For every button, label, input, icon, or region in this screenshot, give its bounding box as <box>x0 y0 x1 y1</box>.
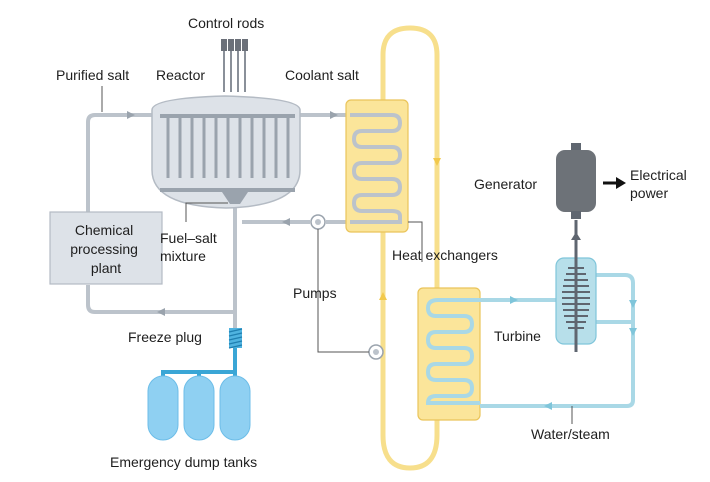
pumps-leader-line <box>317 229 369 353</box>
pump-primary <box>310 214 326 230</box>
reactor-core-rods <box>166 118 290 178</box>
coolant-flow-arrow-down <box>433 158 441 166</box>
generator-label: Generator <box>474 176 537 192</box>
coolant-flow-arrow-up <box>379 292 387 300</box>
dump-tank-2 <box>183 375 215 441</box>
chemical-processing-plant-label: Chemical processing plant <box>70 222 142 276</box>
steam-flow-arrow <box>510 296 518 304</box>
heat-exchanger-secondary-coil <box>425 298 480 405</box>
turbine-exhaust-loop <box>480 273 635 408</box>
reactor-outlet-funnel <box>222 192 248 204</box>
heat-exchanger-primary-coil <box>350 113 403 224</box>
shaft-arrow <box>571 232 581 240</box>
electrical-power-arrow <box>603 177 626 189</box>
control-rods <box>221 39 248 92</box>
freeze-plug-label: Freeze plug <box>128 329 202 345</box>
purified-salt-line <box>86 113 155 212</box>
dump-tank-manifold <box>161 348 237 378</box>
processing-return-arrow <box>157 308 165 316</box>
freeze-plug <box>228 328 243 349</box>
turbine-label: Turbine <box>494 328 541 344</box>
generator <box>556 143 596 219</box>
reactor-label: Reactor <box>156 67 205 83</box>
coolant-salt-label: Coolant salt <box>285 67 359 83</box>
electrical-power-label: Electrical power <box>630 167 691 201</box>
turbine <box>555 244 597 352</box>
purified-salt-arrow <box>127 111 135 119</box>
water-return-arrow <box>544 402 552 410</box>
purified-salt-label: Purified salt <box>56 67 129 83</box>
pump-secondary <box>368 344 384 360</box>
heat-exchanger-secondary <box>417 287 481 421</box>
pumps-label: Pumps <box>293 285 337 301</box>
water-steam-label: Water/steam <box>531 426 610 442</box>
fuel-salt-leader-line <box>185 202 228 222</box>
dump-tank-1 <box>147 375 179 441</box>
reactor-return-arrow <box>282 218 290 226</box>
turbine-exhaust-arrow-2 <box>629 328 637 336</box>
reactor-out-arrow <box>330 111 338 119</box>
turbine-exhaust-arrow-1 <box>629 300 637 308</box>
heat-exchangers-label: Heat exchangers <box>392 247 498 263</box>
control-rods-label: Control rods <box>188 15 264 31</box>
emergency-dump-tanks-label: Emergency dump tanks <box>110 454 257 470</box>
dump-tank-3 <box>219 375 251 441</box>
heat-exchangers-leader-line <box>408 221 423 262</box>
coolant-salt-loop <box>380 25 440 471</box>
chemical-return-line <box>86 285 235 314</box>
chemical-processing-plant-box <box>49 211 163 285</box>
fuel-salt-mixture-label: Fuel–salt mixture <box>160 230 221 264</box>
